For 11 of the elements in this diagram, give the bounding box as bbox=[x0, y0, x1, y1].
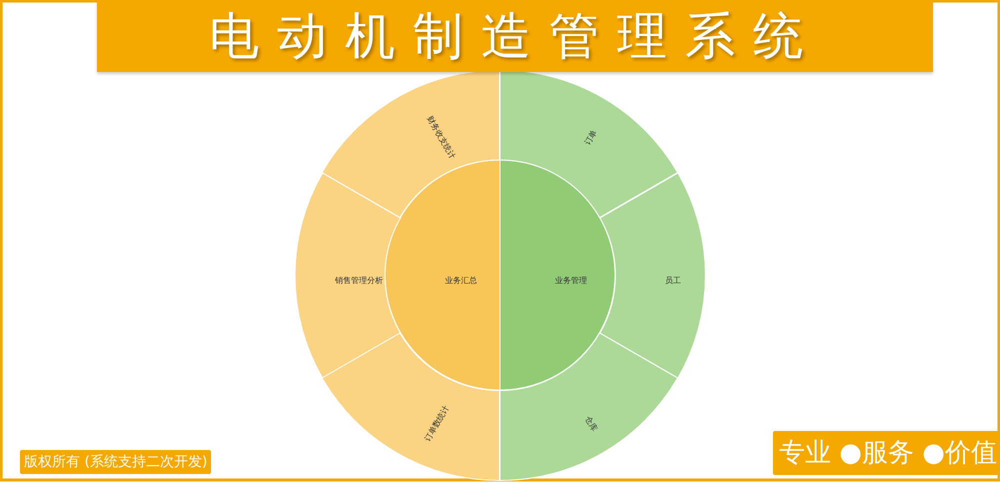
segment-label: 业务管理 bbox=[555, 275, 587, 286]
segment-label: 仓库 bbox=[582, 414, 600, 434]
slogan-badge: 专业 ●服务 ●价值 bbox=[773, 431, 1000, 475]
segment-label: 销售管理分析 bbox=[335, 275, 383, 286]
segment-label: 财务收支统计 bbox=[424, 114, 458, 162]
segment-label: 员工 bbox=[664, 275, 681, 286]
copyright-badge: 版权所有 (系统支持二次开发) bbox=[20, 450, 212, 474]
segment-label: 业务汇总 bbox=[445, 275, 477, 286]
title-banner: 电动机制造管理系统 bbox=[97, 0, 933, 72]
segment-label: 订单 bbox=[582, 128, 600, 148]
segment-label: 订单数统计 bbox=[422, 403, 452, 444]
